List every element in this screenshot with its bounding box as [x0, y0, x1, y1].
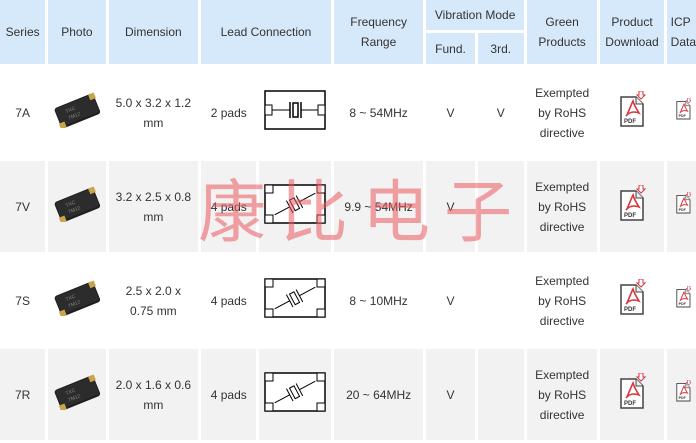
pdf-icon[interactable]: PDF: [675, 97, 692, 124]
dimension-cell: 2.5 x 2.0 x 0.75 mm: [108, 255, 199, 346]
svg-text:TXC: TXC: [65, 387, 77, 396]
crystal-lead-diagram: [264, 89, 326, 133]
svg-text:TXC: TXC: [65, 199, 77, 208]
third-cell: V: [477, 67, 524, 158]
header-icp: ICP Data: [666, 0, 696, 64]
series-cell: 7A: [0, 67, 46, 158]
pdf-icon[interactable]: PDF: [675, 191, 692, 218]
header-dimension: Dimension: [108, 0, 199, 64]
svg-text:TXC: TXC: [65, 105, 77, 114]
green-cell: Exempted by RoHS directive: [526, 161, 598, 252]
icp-cell: PDF: [666, 161, 696, 252]
pads-cell: 4 pads: [201, 161, 257, 252]
dimension-cell: 2.0 x 1.6 x 0.6 mm: [108, 349, 199, 440]
header-series: Series: [0, 0, 46, 64]
frequency-cell: 8 ~ 54MHz: [333, 67, 424, 158]
green-cell: Exempted by RoHS directive: [526, 67, 598, 158]
header-vibration-mode: Vibration Mode: [426, 0, 524, 30]
icp-cell: PDF: [666, 349, 696, 440]
svg-text:PDF: PDF: [624, 213, 636, 219]
svg-text:TXC: TXC: [65, 293, 77, 302]
header-green: Green Products: [526, 0, 598, 64]
svg-text:PDF: PDF: [624, 401, 636, 407]
pdf-icon[interactable]: PDF: [675, 379, 692, 406]
header-download: Product Download: [600, 0, 664, 64]
pads-cell: 4 pads: [201, 349, 257, 440]
series-cell: 7R: [0, 349, 46, 440]
download-cell: PDF: [600, 349, 664, 440]
svg-text:7M12: 7M12: [67, 205, 81, 215]
svg-text:PDF: PDF: [678, 114, 686, 118]
svg-text:7M12: 7M12: [67, 299, 81, 309]
fund-cell: V: [426, 67, 475, 158]
download-cell: PDF: [600, 255, 664, 346]
fund-cell: V: [426, 255, 475, 346]
header-frequency: Frequency Range: [333, 0, 424, 64]
third-cell: [477, 349, 524, 440]
fund-cell: V: [426, 349, 475, 440]
lead-diagram-cell: [259, 161, 331, 252]
pdf-download-icon[interactable]: PDF: [618, 90, 647, 132]
lead-diagram-cell: [259, 67, 331, 158]
svg-text:7M12: 7M12: [67, 111, 81, 121]
pdf-download-icon[interactable]: PDF: [618, 278, 647, 320]
crystal-lead-diagram: [264, 277, 326, 321]
header-lead-connection: Lead Connection: [201, 0, 331, 64]
pads-cell: 4 pads: [201, 255, 257, 346]
svg-text:PDF: PDF: [678, 208, 686, 212]
crystal-lead-diagram: [264, 371, 326, 415]
header-photo: Photo: [48, 0, 106, 64]
crystal-lead-diagram: [264, 183, 326, 227]
lead-diagram-cell: [259, 255, 331, 346]
icp-cell: PDF: [666, 255, 696, 346]
header-fund: Fund.: [426, 33, 475, 64]
pdf-download-icon[interactable]: PDF: [618, 372, 647, 414]
green-cell: Exempted by RoHS directive: [526, 255, 598, 346]
download-cell: PDF: [600, 161, 664, 252]
svg-text:PDF: PDF: [678, 302, 686, 306]
frequency-cell: 20 ~ 64MHz: [333, 349, 424, 440]
icp-cell: PDF: [666, 67, 696, 158]
fund-cell: V: [426, 161, 475, 252]
green-cell: Exempted by RoHS directive: [526, 349, 598, 440]
svg-text:7M12: 7M12: [67, 393, 81, 403]
dimension-cell: 3.2 x 2.5 x 0.8 mm: [108, 161, 199, 252]
svg-text:PDF: PDF: [624, 307, 636, 313]
lead-diagram-cell: [259, 349, 331, 440]
svg-text:PDF: PDF: [624, 119, 636, 125]
svg-text:PDF: PDF: [678, 396, 686, 400]
pads-cell: 2 pads: [201, 67, 257, 158]
dimension-cell: 5.0 x 3.2 x 1.2 mm: [108, 67, 199, 158]
frequency-cell: 8 ~ 10MHz: [333, 255, 424, 346]
third-cell: [477, 255, 524, 346]
download-cell: PDF: [600, 67, 664, 158]
series-cell: 7S: [0, 255, 46, 346]
pdf-icon[interactable]: PDF: [675, 285, 692, 312]
series-cell: 7V: [0, 161, 46, 252]
pdf-download-icon[interactable]: PDF: [618, 184, 647, 226]
header-third: 3rd.: [477, 33, 524, 64]
frequency-cell: 9.9 ~ 54MHz: [333, 161, 424, 252]
third-cell: [477, 161, 524, 252]
